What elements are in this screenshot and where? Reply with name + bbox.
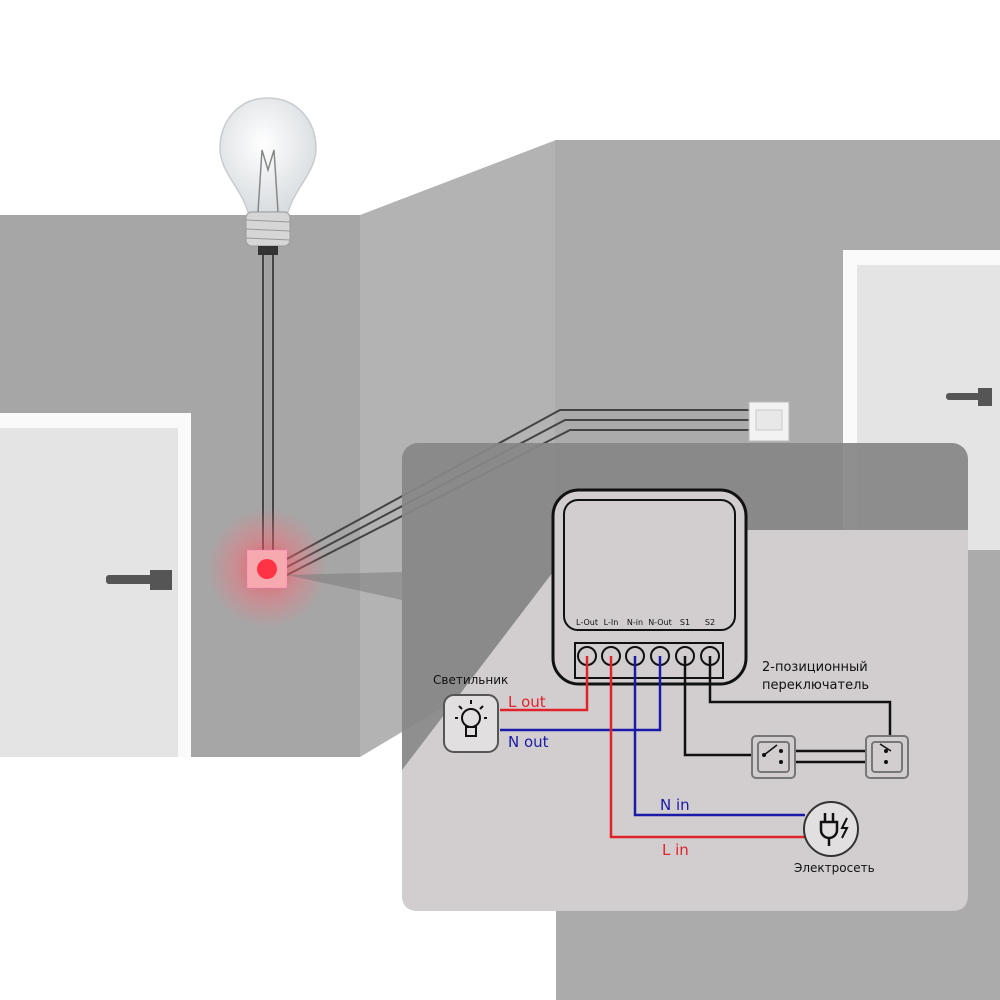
wire-n-in <box>633 656 805 817</box>
l-in-label: L in <box>662 841 689 859</box>
terminal-label: N-Out <box>648 618 672 627</box>
left-door <box>0 413 191 757</box>
plug-icon <box>803 801 859 857</box>
terminal-label: S1 <box>680 618 690 627</box>
wall-switch <box>748 401 790 442</box>
lamp-label: Светильник <box>433 673 508 687</box>
wire-n-out <box>500 656 662 732</box>
switch-icon <box>865 735 909 779</box>
l-out-label: L out <box>508 693 546 711</box>
light-bulb-icon <box>219 97 317 255</box>
switch-label-line2: переключатель <box>762 678 869 693</box>
switch-label: 2-позиционный <box>762 660 868 675</box>
door-handle <box>106 575 166 584</box>
wire-s2 <box>708 656 892 750</box>
wire-l-out <box>500 656 589 712</box>
lamp-cable <box>262 255 274 555</box>
switch-icon <box>751 735 796 779</box>
n-out-label: N out <box>508 733 549 751</box>
wire-l-in <box>609 656 805 839</box>
smart-module-location <box>207 508 327 628</box>
terminal-label: S2 <box>705 618 715 627</box>
n-in-label: N in <box>660 796 690 814</box>
terminal-label: L-In <box>604 618 619 627</box>
door-handle <box>946 393 990 400</box>
switch-cable <box>284 409 750 577</box>
terminal-label: L-Out <box>576 618 598 627</box>
smart-relay-device <box>551 488 748 686</box>
lamp-icon <box>443 694 499 753</box>
terminal-label: N-in <box>627 618 643 627</box>
mains-label: Электросеть <box>794 861 875 875</box>
wire-s1 <box>683 656 763 757</box>
